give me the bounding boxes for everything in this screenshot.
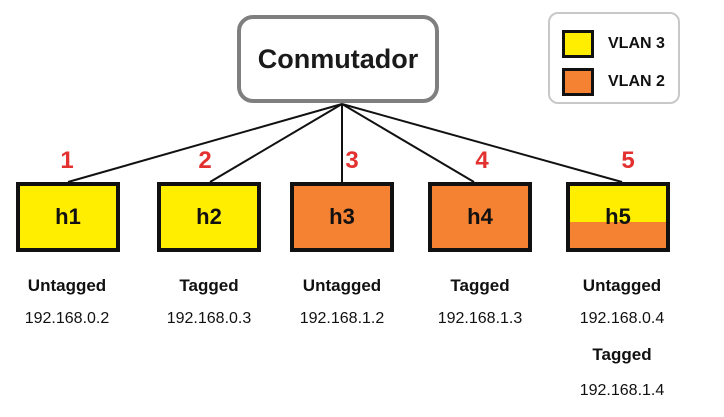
host-h3: h3: [290, 182, 394, 252]
legend: VLAN 3 VLAN 2: [548, 12, 680, 104]
interface-mode: Untagged: [302, 276, 382, 295]
host-label: h3: [329, 204, 355, 229]
ip-address: 192.168.0.2: [24, 310, 110, 327]
host-h2: h2: [157, 182, 261, 252]
host-label: h1: [55, 204, 81, 229]
link-line: [67, 103, 343, 183]
ip-address: 192.168.1.2: [299, 310, 385, 327]
host-vlan-segment: [570, 222, 666, 248]
host-label: h4: [467, 204, 493, 229]
port-number: 2: [198, 147, 212, 174]
port-number: 1: [60, 147, 74, 174]
interface-mode: Untagged: [582, 276, 662, 295]
host-h5: h5: [566, 182, 670, 252]
ip-address: 192.168.1.4: [579, 382, 665, 399]
link-line: [341, 103, 475, 183]
interface-mode: Untagged: [27, 276, 107, 295]
ip-address: 192.168.1.3: [437, 310, 523, 327]
link-line: [341, 103, 623, 183]
interface-mode: Tagged: [592, 345, 652, 364]
host-label: h2: [196, 204, 222, 229]
link-line: [209, 103, 343, 183]
legend-swatch-vlan3: [562, 30, 594, 58]
switch-label: Conmutador: [257, 43, 419, 74]
legend-swatch-vlan2: [562, 68, 594, 96]
legend-item-vlan2: VLAN 2: [562, 68, 665, 96]
host-h1: h1: [16, 182, 120, 252]
interface-mode: Tagged: [179, 276, 239, 295]
host-h4: h4: [428, 182, 532, 252]
port-number: 5: [621, 147, 635, 174]
port-number: 3: [345, 147, 359, 174]
legend-item-vlan3: VLAN 3: [562, 30, 665, 58]
legend-label-vlan2: VLAN 2: [608, 73, 665, 90]
host-label: h5: [605, 204, 631, 229]
port-number: 4: [475, 147, 489, 174]
switch-node: Conmutador: [237, 15, 439, 103]
interface-mode: Tagged: [450, 276, 510, 295]
ip-address: 192.168.0.4: [579, 310, 665, 327]
ip-address: 192.168.0.3: [166, 310, 252, 327]
legend-label-vlan3: VLAN 3: [608, 35, 665, 52]
